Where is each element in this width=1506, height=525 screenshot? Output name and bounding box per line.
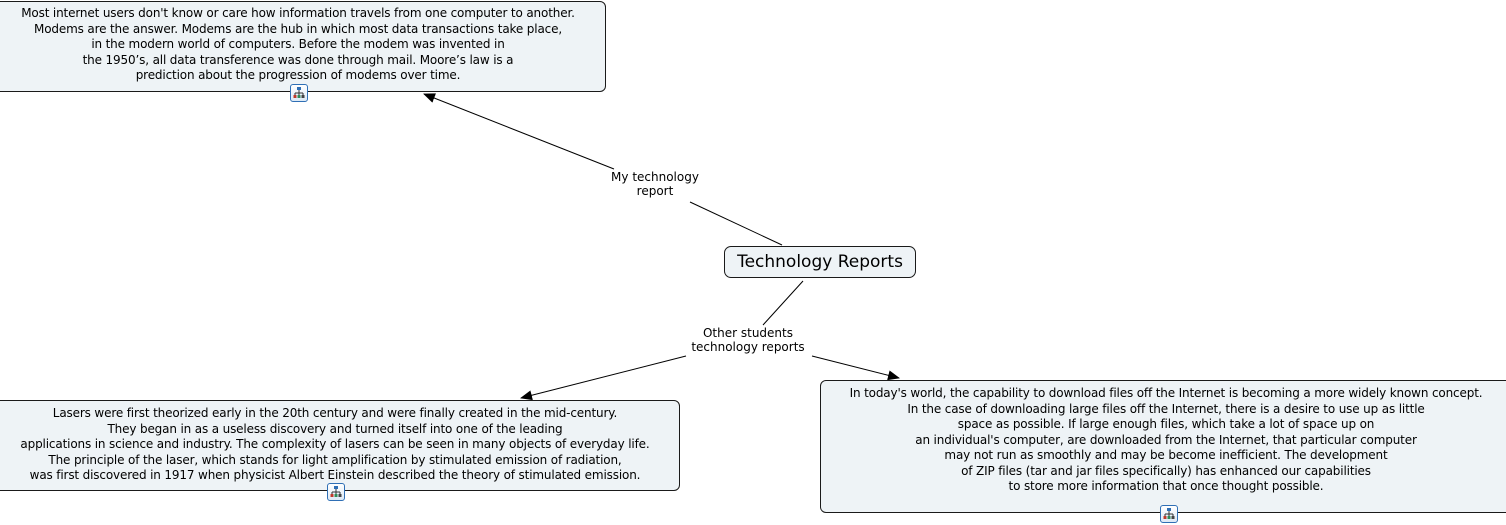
line-root-to-other-reports-label (762, 280, 804, 326)
hierarchy-glyph-icon (293, 87, 305, 98)
concept-node-lasers[interactable]: Lasers were first theorized early in the… (0, 400, 680, 491)
line-root-to-my-report-label (689, 201, 783, 246)
resource-hierarchy-icon[interactable] (1160, 505, 1178, 523)
arrow-to-zip-concept (811, 355, 900, 381)
resource-hierarchy-icon[interactable] (290, 84, 308, 102)
root-concept-node[interactable]: Technology Reports (724, 246, 916, 278)
concept-node-modems[interactable]: Most internet users don't know or care h… (0, 1, 606, 92)
hierarchy-glyph-icon (330, 486, 342, 497)
resource-hierarchy-icon[interactable] (327, 483, 345, 501)
arrow-to-modems-concept (423, 93, 615, 170)
hierarchy-glyph-icon (1163, 508, 1175, 519)
concept-node-zip-files[interactable]: In today's world, the capability to down… (820, 380, 1506, 513)
link-label-my-technology-report[interactable]: My technology report (605, 170, 705, 198)
link-label-other-students-reports[interactable]: Other students technology reports (683, 326, 813, 354)
arrow-to-lasers-concept (520, 355, 687, 401)
